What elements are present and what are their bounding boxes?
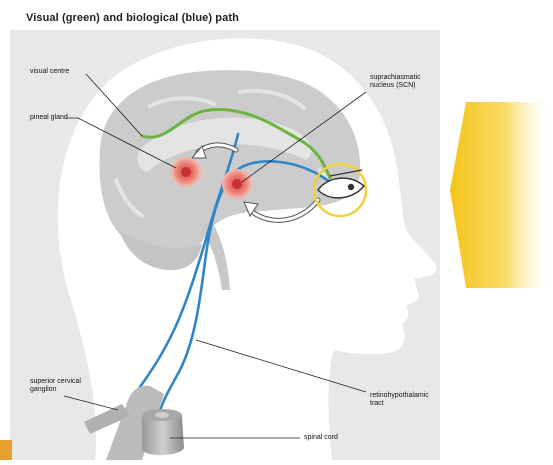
label-scn-line1: suprachiasmatic — [370, 74, 421, 82]
label-rht-line1: retinohypothalamic — [370, 392, 429, 400]
pineal-core — [181, 167, 191, 177]
label-retinohypothalamic-tract: retinohypothalamic tract — [370, 392, 429, 408]
light-beam-icon — [450, 102, 553, 288]
scn-core — [232, 179, 242, 189]
label-visual-centre: visual centre — [30, 68, 69, 76]
corner-tab — [0, 440, 12, 460]
label-superior-cervical-ganglion: superior cervical ganglion — [30, 378, 81, 394]
label-spinal-cord: spinal cord — [304, 434, 338, 442]
label-scn: suprachiasmatic nucleus (SCN) — [370, 74, 421, 90]
label-scg-line2: ganglion — [30, 386, 81, 394]
diagram-title: Visual (green) and biological (blue) pat… — [26, 12, 239, 24]
label-scg-line1: superior cervical — [30, 378, 81, 386]
eye-pupil — [348, 184, 354, 190]
label-scn-line2: nucleus (SCN) — [370, 82, 421, 90]
label-rht-line2: tract — [370, 400, 429, 408]
spinal-cord-core — [155, 412, 169, 418]
label-pineal-gland: pineal gland — [30, 114, 68, 122]
